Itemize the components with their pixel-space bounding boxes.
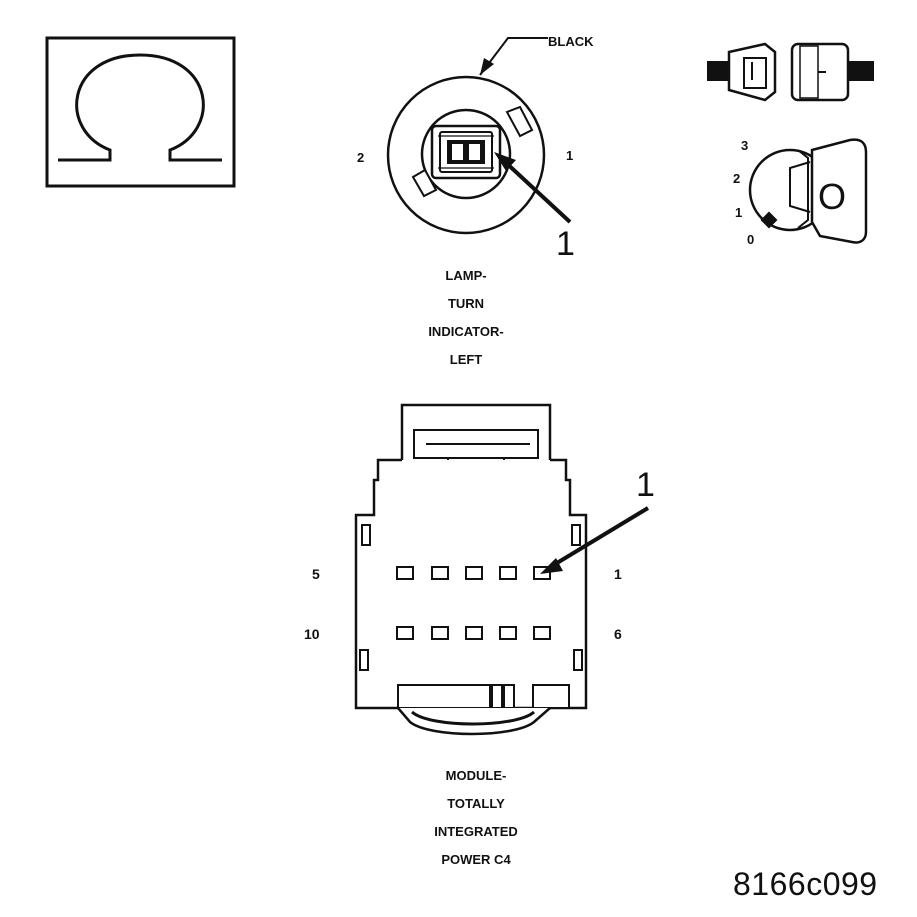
title-line: INDICATOR- (428, 324, 504, 339)
module-pin-label-5: 5 (312, 566, 320, 582)
lamp-pin-label-left: 2 (357, 150, 365, 165)
title-line: INTEGRATED (434, 824, 518, 839)
module-pin-label-10: 10 (304, 626, 320, 642)
lamp-callout-number: 1 (556, 225, 575, 263)
module-connector-title: MODULE- TOTALLY INTEGRATED POWER C4 (396, 762, 556, 874)
title-line: LEFT (449, 352, 483, 367)
title-line: POWER C4 (441, 852, 511, 867)
key-position-label: 3 (741, 138, 749, 153)
lamp-pin-label-right: 1 (566, 148, 574, 163)
ohm-icon (45, 36, 236, 188)
key-position-label: 1 (735, 205, 743, 220)
figure-code: 8166c099 (733, 866, 878, 902)
ignition-key-icon (707, 42, 874, 244)
module-callout-number: 1 (636, 466, 655, 504)
title-line: TURN (447, 296, 485, 311)
lamp-connector-drawing (386, 37, 572, 235)
module-pin-label-1: 1 (614, 566, 622, 582)
title-line: LAMP- (445, 268, 487, 283)
title-line: TOTALLY (447, 796, 505, 811)
key-head-label: O (818, 176, 847, 217)
key-position-label: 2 (733, 171, 741, 186)
lamp-connector-title: LAMP- TURN INDICATOR- LEFT (396, 262, 536, 374)
module-connector-drawing (354, 403, 650, 736)
key-position-label: 0 (747, 232, 755, 247)
title-line: MODULE- (445, 768, 507, 783)
module-pin-label-6: 6 (614, 626, 622, 642)
wire-color-label: BLACK (548, 34, 594, 49)
